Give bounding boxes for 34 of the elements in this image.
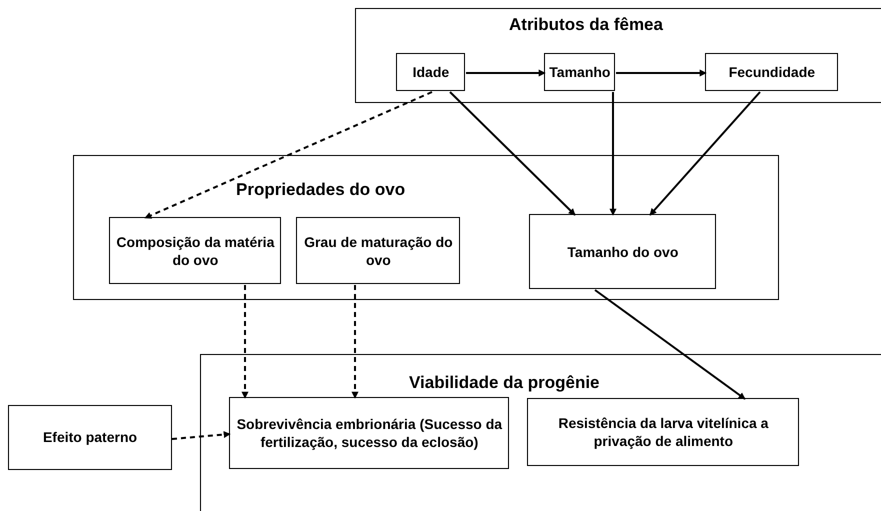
dashed-arrow	[352, 285, 358, 399]
process-box	[544, 53, 616, 92]
process-box	[109, 217, 282, 284]
process-box	[529, 214, 716, 290]
box-label: Fecundidade	[728, 63, 816, 82]
process-box	[229, 397, 510, 470]
arrow	[616, 70, 707, 76]
arrow	[449, 91, 576, 216]
box-label: Sobrevivência embrionária (Sucesso da fertilização, sucesso da eclosão)	[236, 415, 502, 452]
process-box	[527, 398, 800, 466]
process-box	[296, 217, 460, 284]
group-heading: Viabilidade da progênie	[409, 373, 600, 393]
box-label: Composição da matéria do ovo	[116, 232, 274, 270]
arrow	[466, 70, 546, 76]
group-panel	[200, 354, 881, 511]
box-label: Grau de maturação do ovo	[303, 232, 454, 270]
group-heading: Propriedades do ovo	[236, 180, 406, 200]
group-panel	[73, 155, 779, 300]
arrow	[610, 92, 616, 216]
dashed-arrow	[144, 91, 432, 219]
dashed-arrow	[242, 285, 248, 399]
box-label: Tamanho	[549, 63, 610, 82]
process-box	[396, 53, 466, 92]
process-box	[705, 53, 838, 92]
arrow	[649, 91, 761, 216]
box-label: Resistência da larva vitelínica a privação de alimento	[557, 414, 770, 451]
box-label: Tamanho do ovo	[567, 242, 678, 261]
group-panel	[355, 8, 881, 103]
process-box	[8, 405, 172, 470]
arrow	[594, 289, 746, 400]
box-label: Efeito paterno	[42, 428, 138, 447]
group-heading: Atributos da fêmea	[509, 15, 663, 35]
dashed-arrow	[172, 431, 231, 440]
box-label: Idade	[412, 63, 450, 82]
